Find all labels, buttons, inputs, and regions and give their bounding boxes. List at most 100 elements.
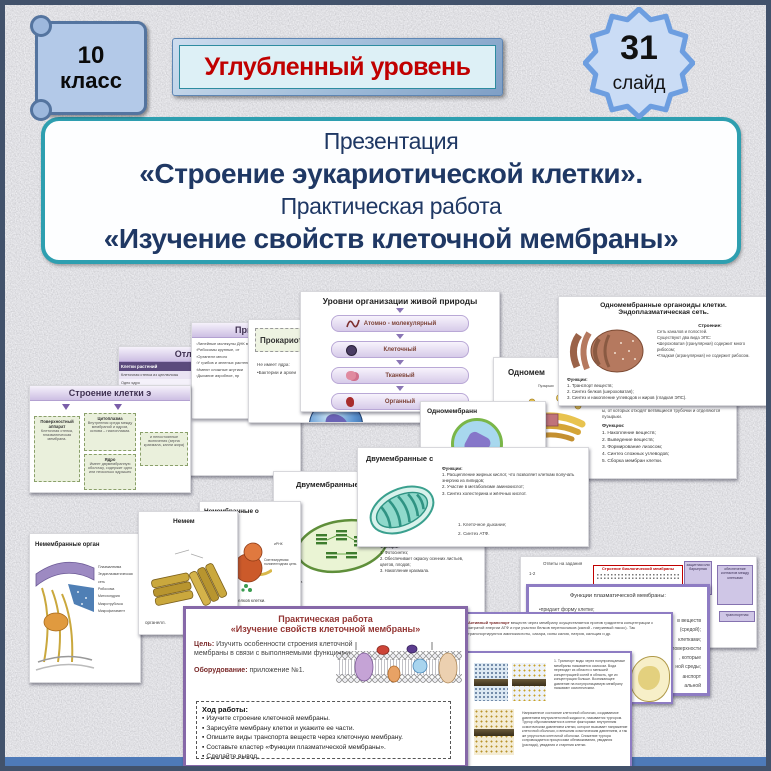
function-item: 3. Формирование лизосом; [602, 444, 663, 450]
cluster-box: обеспечение контактов между клетками [717, 565, 753, 605]
thumb-title: Строение клетки э [30, 386, 190, 401]
function-item: 1. Расщепление жирных кислот, что позвол… [442, 472, 575, 484]
structure-line: Сеть каналов и полостей. [657, 329, 708, 335]
function-item: 4. Синтез сложных углеводов; [602, 451, 670, 457]
thumb-title: Двумембранные с [366, 454, 434, 463]
function-fragment: ной среды; [675, 664, 701, 671]
function-item: 3. Синтез и накопление углеводов и жиров… [567, 395, 687, 401]
plasmolysis-cell-figure [630, 656, 670, 702]
bullet-line: ▫Имеют сложные жгутики [196, 366, 243, 372]
level-row: Клеточный [331, 341, 469, 358]
er-diagram [570, 329, 644, 373]
level-label: Атомно - молекулярный [363, 320, 437, 327]
level-row: Тканевый [331, 367, 469, 384]
thumb-title: Немембранные орган [35, 542, 100, 548]
thumb-title: Функции плазматической мембраны: [570, 593, 666, 599]
dna-icon [346, 319, 360, 328]
level-label: Органный [384, 398, 416, 405]
thumb-title: Одномем [508, 368, 545, 377]
diagram-label: Пузырьки [538, 384, 554, 388]
grade-badge: 10 класс [30, 15, 147, 121]
thumb-title: Одномембранные органоиды клетки. [600, 302, 727, 309]
function-item: 1. Фотосинтез; [380, 549, 409, 555]
tissue-icon [346, 371, 356, 380]
bullet-line: ▫Дыхание аэробное, пр [196, 372, 240, 378]
function-fragment: в веществ [677, 618, 701, 624]
thumb-cytoskeleton: Немембранные орган Плазмалемма Эндоплазм… [29, 533, 141, 683]
prokaryote-line: Не имеет ядра: [257, 362, 290, 367]
practical-title-2: «Изучение свойств клеточной мембраны» [230, 624, 421, 634]
level-label: Клеточный [383, 346, 417, 353]
functions-heading: Функции: [567, 377, 588, 382]
star-seal-icon [582, 6, 696, 120]
title-line-1: Презентация [323, 128, 459, 154]
function-item: 2. Выведение веществ; [602, 437, 655, 443]
function-item: 3. Синтез холестерина и жёлчных кислот. [442, 490, 527, 496]
thumb-organization-levels: Уровни организации живой природы Атомно … [300, 291, 500, 412]
function-item: 1. Накопление веществ; [602, 430, 656, 436]
diagram-label: Эндоплазматическая сеть [98, 572, 133, 584]
centriole-diagram [151, 549, 228, 606]
thumb-title: Немем [173, 518, 195, 525]
level-banner: Углубленный уровень [172, 38, 503, 96]
osmosis-figure-3 [474, 709, 514, 755]
scheme-box: Ядро Имеет двумембранную оболочку, содер… [84, 454, 136, 490]
level-label: Углубленный уровень [179, 45, 496, 89]
diagram-label: Микрофиламент [98, 609, 126, 614]
level-label: Тканевый [385, 372, 415, 379]
function-fragment: анспорт [682, 673, 702, 680]
thumb-mitochondria: Двумембранные с Функции: 1. Расщепление … [357, 447, 589, 547]
function-item: 2. Обеспечивает окраску осенних листьев,… [380, 555, 464, 567]
diagram-label: Синтезируемая полипептидная цепь [264, 558, 297, 566]
diagram-label: Микротрубочка [98, 601, 123, 606]
cell-icon [346, 345, 357, 356]
function-item: 2. Синтез АТФ. [458, 531, 490, 536]
cytoskeleton-diagram [35, 561, 95, 671]
answers-header: Ответы на задания [543, 561, 583, 566]
equipment-line: Оборудование: приложение №1. [194, 667, 305, 674]
osmosis-figure-2 [512, 663, 546, 701]
turgor-paragraph: Напряженное состояние клеточной оболочки… [522, 711, 628, 747]
down-arrow-icon [396, 386, 404, 391]
organ-icon [346, 397, 354, 407]
structure-line: Существуют два вида ЭПС: [657, 335, 712, 341]
thumb-practical-work: Практическая работа «Изучение свойств кл… [183, 606, 468, 766]
title-line-4: «Изучение свойств клеточной мембраны» [103, 222, 679, 254]
diagram-label: иРНК [274, 542, 283, 546]
functions-heading: Функции: [602, 424, 625, 429]
function-item: 1. Клеточное дыхание; [458, 522, 507, 527]
function-fragment: поверхности [671, 645, 701, 652]
table-header-plants: Клетки растений [119, 362, 210, 371]
down-arrow-icon [396, 334, 404, 339]
thumb-title2: Эндоплазматическая сеть. [618, 309, 709, 316]
title-line-3: Практическая работа [280, 192, 502, 219]
function-item: 2. Участие в метаболизме аминокислот; [442, 484, 525, 490]
function-item: 1. Транспорт веществ; [567, 383, 613, 389]
steps-heading: Ход работы: [202, 705, 248, 714]
mitochondria-diagram [369, 485, 435, 535]
goal-line: Цель: Изучить особенности строения клето… [194, 641, 353, 658]
work-step: Сделайте вывод. [202, 752, 445, 762]
bullet-line: ▫У грибов и зеленых растений – из целлюл… [196, 360, 283, 366]
scheme-box: Цитоплазма Внутренняя среда между мембра… [84, 413, 136, 451]
down-arrow-icon [62, 404, 70, 410]
title-line-2: «Строение эукариотической клетки». [139, 158, 643, 190]
function-item: 2. Синтез белков (шероховатая); [567, 389, 634, 395]
membrane-box-title: Строение биологической мембраны [601, 566, 675, 571]
functions-heading: Функции: [442, 466, 463, 471]
level-row: Атомно - молекулярный [331, 315, 469, 332]
membrane-diagram [336, 642, 462, 684]
answers-number: 1-2 [529, 571, 536, 576]
function-item: 3. Накопление крахмала. [380, 567, 430, 573]
active-transport-paragraph: Активный транспорт веществ через мембран… [468, 620, 654, 636]
grade-word: класс [60, 68, 122, 94]
down-arrow-icon [396, 308, 404, 313]
work-step: Изучите строение клеточной мембраны. [202, 714, 445, 724]
function-item: 5. Сборка мембран клетки. [602, 458, 663, 464]
bullet-line: ▫Органелл много [196, 353, 228, 359]
down-arrow-icon [114, 404, 122, 410]
osmosis-figure-1 [474, 663, 508, 701]
function-fragment: , которые [679, 655, 701, 661]
diagram-label: Рибосома [98, 587, 115, 592]
structure-line: •Шероховатая (гранулярная) содержит мног… [657, 341, 746, 353]
